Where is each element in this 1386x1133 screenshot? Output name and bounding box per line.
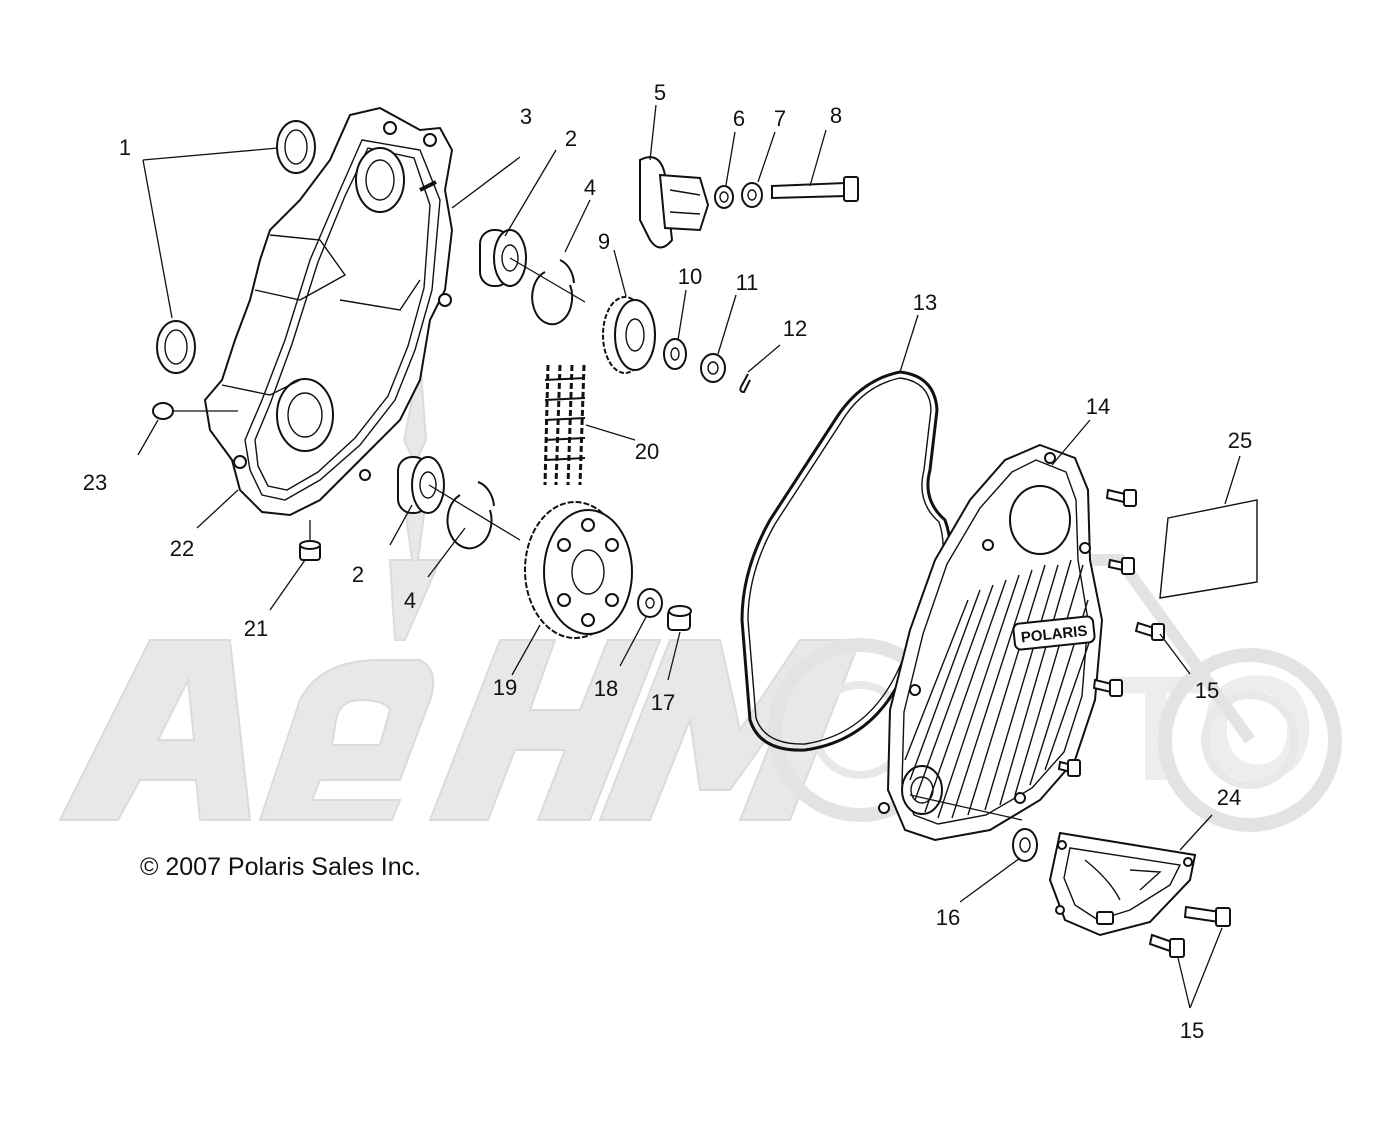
callout-19: 19 [493, 675, 517, 700]
callout-labels: 1 2 3 4 5 6 7 8 9 10 11 12 13 14 15 16 1… [83, 80, 1252, 1043]
callout-15-lower: 15 [1180, 1018, 1204, 1043]
part-8-bolt [771, 176, 859, 202]
part-4-snap-ring-upper [531, 259, 575, 326]
callout-15-upper: 15 [1195, 678, 1219, 703]
part-10-washer [663, 338, 687, 370]
cover-logo: POLARIS [1020, 623, 1088, 647]
part-16-seal [1012, 828, 1038, 862]
part-7-washer [741, 182, 763, 208]
callout-14: 14 [1086, 394, 1110, 419]
callout-4-lower: 4 [404, 588, 416, 613]
callout-20: 20 [635, 439, 659, 464]
callout-1: 1 [119, 135, 131, 160]
part-22-chaincase-housing [203, 106, 454, 517]
callout-3: 3 [520, 104, 532, 129]
part-1-seal-lower [156, 320, 196, 374]
part-25-decal [1159, 499, 1258, 599]
part-2-bearing-lower [397, 456, 445, 514]
part-17-bolt [667, 605, 692, 631]
callout-13: 13 [913, 290, 937, 315]
callout-23: 23 [83, 470, 107, 495]
part-24-access-cover [1048, 831, 1197, 937]
callout-2-upper: 2 [565, 126, 577, 151]
part-11-nut [700, 353, 726, 383]
part-6-nut [714, 185, 734, 209]
copyright-notice: © 2007 Polaris Sales Inc. [140, 853, 421, 881]
part-3-pin [419, 180, 437, 192]
callout-18: 18 [594, 676, 618, 701]
part-2-bearing-upper [479, 229, 527, 287]
callout-25: 25 [1228, 428, 1252, 453]
callout-24: 24 [1217, 785, 1241, 810]
callout-21: 21 [244, 616, 268, 641]
callout-10: 10 [678, 264, 702, 289]
callout-11: 11 [736, 270, 759, 295]
callout-17: 17 [651, 690, 675, 715]
callout-16: 16 [936, 905, 960, 930]
callout-7: 7 [774, 106, 786, 131]
part-19-sprocket [524, 501, 633, 639]
part-18-washer [637, 588, 663, 618]
callout-4-upper: 4 [584, 175, 596, 200]
callout-12: 12 [783, 316, 807, 341]
part-4-snap-ring-lower [446, 481, 495, 550]
part-5-tensioner [639, 156, 710, 249]
part-12-cotter-pin [739, 373, 751, 394]
part-13-gasket [740, 370, 952, 752]
callout-22: 22 [170, 536, 194, 561]
part-20-chain [543, 364, 586, 486]
part-14-outer-cover: POLARIS [878, 443, 1104, 842]
callout-5: 5 [654, 80, 666, 105]
callout-2-lower: 2 [352, 562, 364, 587]
callout-9: 9 [598, 229, 610, 254]
part-21-drain-plug [299, 520, 321, 561]
watermark-letters: TO [1110, 644, 1316, 812]
part-23-plug [152, 402, 238, 420]
part-1-seal-upper [276, 120, 316, 174]
callout-6: 6 [733, 106, 745, 131]
callout-8: 8 [830, 103, 842, 128]
leader-lines [137, 104, 1241, 1009]
part-9-sprocket [602, 296, 656, 374]
